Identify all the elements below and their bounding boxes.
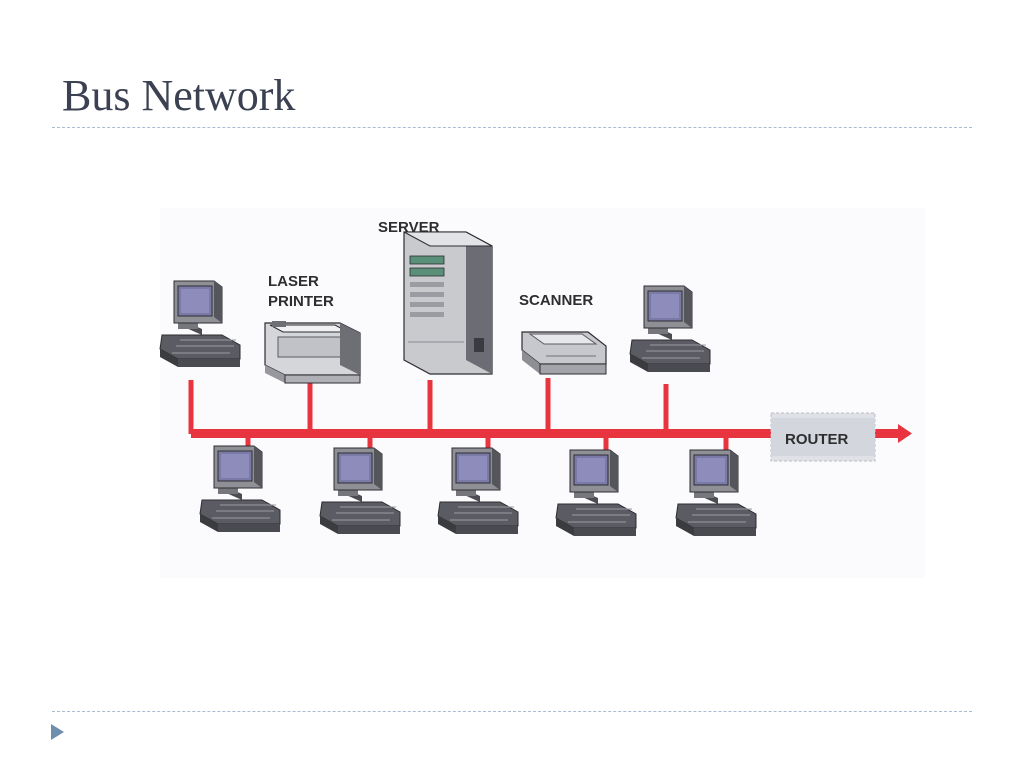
scanner-label: SCANNER	[519, 292, 593, 309]
router-label: ROUTER	[785, 431, 849, 448]
scanner-icon	[521, 331, 607, 375]
top-drop-lines	[188, 378, 669, 434]
laser-printer-label-line1: LASER	[268, 273, 319, 290]
server-icon	[403, 231, 493, 375]
bullet-triangle-icon	[51, 724, 64, 740]
title-divider	[52, 127, 972, 128]
arrow-icon	[898, 424, 912, 443]
printer-icon	[264, 320, 361, 384]
slide-title: Bus Network	[62, 71, 296, 120]
laser-printer-label-line2: PRINTER	[268, 293, 334, 310]
diagram-background	[160, 208, 925, 578]
router-icon	[770, 412, 876, 462]
server-label: SERVER	[378, 219, 440, 236]
footer-divider	[52, 711, 972, 712]
